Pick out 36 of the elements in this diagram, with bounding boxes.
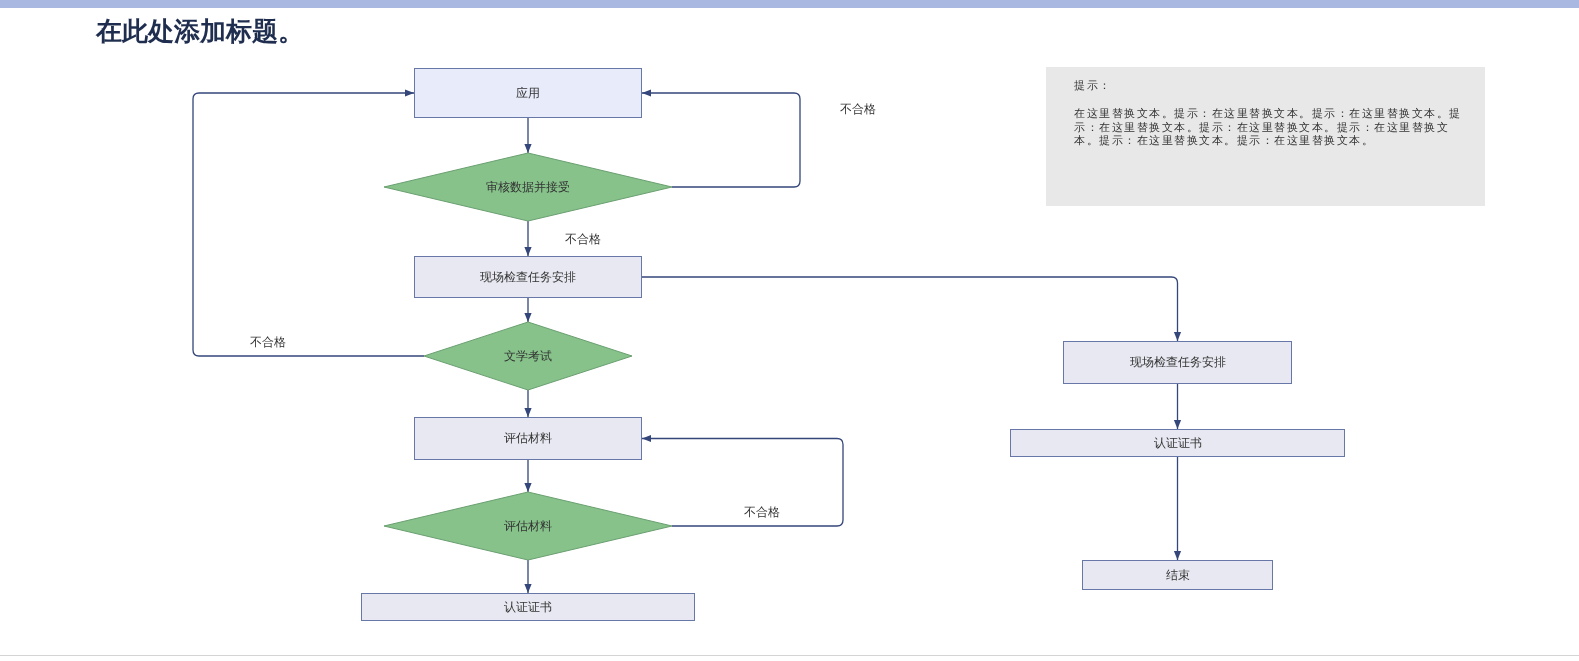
arrow: [524, 117, 532, 154]
arrow: [641, 276, 1182, 342]
process-box: [414, 68, 642, 118]
edge-label: 不合格: [838, 101, 878, 118]
node-label: 审核数据并接受: [486, 178, 570, 196]
process-box: [361, 593, 695, 621]
note-text: 在这里替换文本。提示：在这里替换文本。提示：在这里替换文本。提示：在这里替换文本。提示：在这里替换文本。提示：在这里替换文本。提示：在这里替换文本。提示：在这里替换文本。: [1074, 106, 1463, 148]
note-heading: 提示：: [1074, 79, 1113, 93]
process-box: [1010, 429, 1345, 457]
arrow: [192, 89, 425, 357]
process-box: [414, 256, 642, 298]
node-label: 评估材料: [504, 430, 552, 447]
process-box: [1082, 560, 1273, 590]
arrow: [524, 297, 532, 323]
arrow: [641, 434, 844, 527]
slide-title: 在此处添加标题。: [96, 15, 304, 48]
process-box: [1063, 341, 1292, 384]
arrow: [524, 559, 532, 594]
arrow: [641, 89, 801, 188]
arrow: [524, 459, 532, 493]
node-label: 现场检查任务安排: [480, 268, 576, 286]
process-box: [414, 417, 642, 460]
arrow: [1173, 383, 1182, 430]
node-label: 应用: [516, 84, 540, 102]
node-label: 结束: [1165, 566, 1190, 584]
node-label: 认证证书: [504, 598, 552, 616]
edge-label: 不合格: [563, 231, 603, 248]
node-label: 认证证书: [1153, 434, 1202, 452]
arrow: [524, 220, 532, 257]
node-label: 评估材料: [504, 517, 552, 535]
edge-label: 不合格: [742, 504, 782, 521]
node-label: 文学考试: [504, 347, 552, 365]
arrow: [1173, 456, 1182, 561]
edge-label: 不合格: [248, 334, 288, 351]
arrow: [524, 389, 532, 418]
node-label: 现场检查任务安排: [1129, 354, 1226, 371]
